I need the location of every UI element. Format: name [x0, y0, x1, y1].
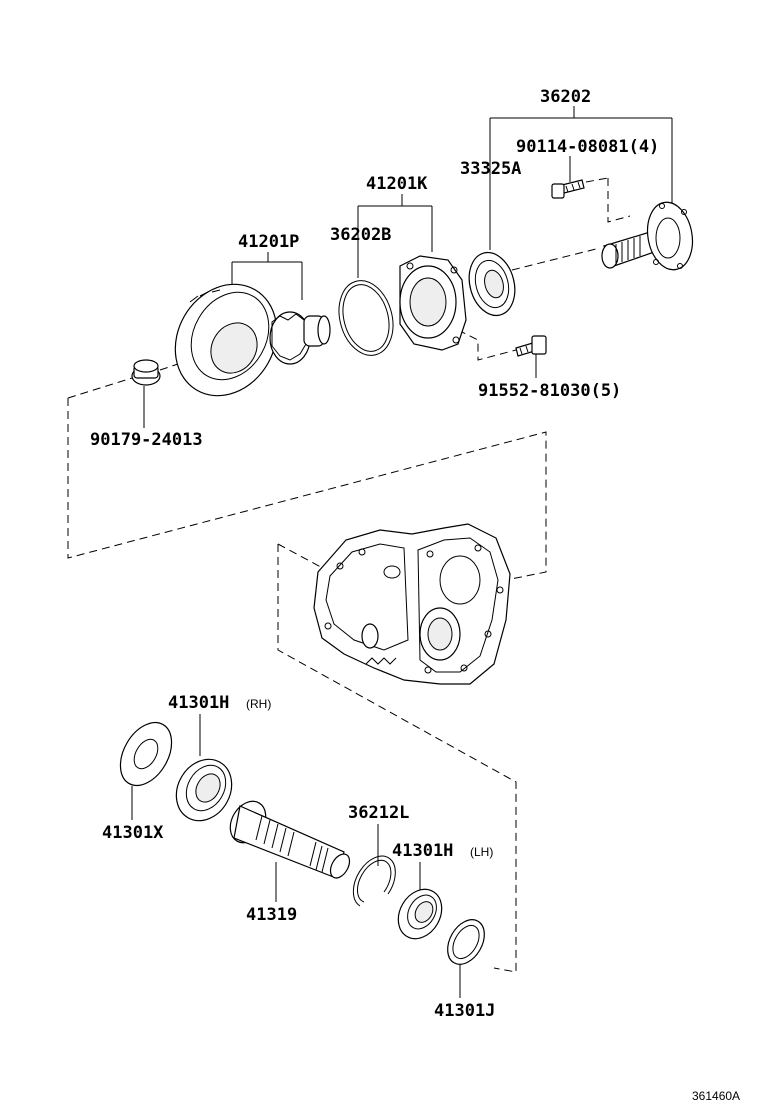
figure-reference: 361460A — [692, 1089, 740, 1103]
label-41319[interactable]: 41319 — [246, 905, 297, 925]
bolt-91552[interactable] — [515, 335, 547, 357]
bearing-41301H-rh[interactable] — [165, 749, 242, 830]
o-ring-36202B[interactable] — [331, 275, 401, 362]
label-41201P[interactable]: 41201P — [238, 232, 299, 252]
label-41301J[interactable]: 41301J — [434, 1001, 495, 1021]
label-36212L[interactable]: 36212L — [348, 803, 409, 823]
shim-41301J[interactable] — [440, 913, 492, 971]
pinion-gear-41201P[interactable] — [269, 311, 331, 365]
label-36202[interactable]: 36202 — [540, 87, 591, 107]
ring-gear-41201P[interactable] — [155, 266, 296, 414]
bolt-90114[interactable] — [551, 179, 585, 199]
bearing-41301H-lh[interactable] — [390, 881, 451, 946]
label-41301H-lh[interactable]: 41301H — [392, 841, 453, 861]
retainer-41201K[interactable] — [399, 255, 467, 351]
label-91552-81030[interactable]: 91552-81030(5) — [478, 381, 621, 401]
label-41301H-rh-side: (RH) — [246, 697, 271, 711]
pinion-shaft-41319[interactable] — [223, 795, 353, 881]
assembly-dashed-lines — [67, 177, 631, 973]
label-41301X[interactable]: 41301X — [102, 823, 164, 843]
shim-41301X[interactable] — [110, 714, 182, 795]
bush-90179[interactable] — [131, 359, 161, 386]
label-33325A[interactable]: 33325A — [460, 159, 521, 179]
flange-shaft-36202[interactable] — [601, 199, 698, 274]
label-41301H-lh-side: (LH) — [470, 845, 493, 859]
label-90114-08081[interactable]: 90114-08081(4) — [516, 137, 659, 157]
transfer-case-housing — [313, 523, 511, 685]
oil-seal-33325A[interactable] — [462, 247, 521, 320]
leader-lines — [131, 106, 673, 998]
label-41201K[interactable]: 41201K — [366, 174, 428, 194]
snap-ring-36212L[interactable] — [352, 855, 396, 907]
label-36202B[interactable]: 36202B — [330, 225, 391, 245]
label-90179-24013[interactable]: 90179-24013 — [90, 430, 203, 450]
label-41301H-rh[interactable]: 41301H — [168, 693, 229, 713]
